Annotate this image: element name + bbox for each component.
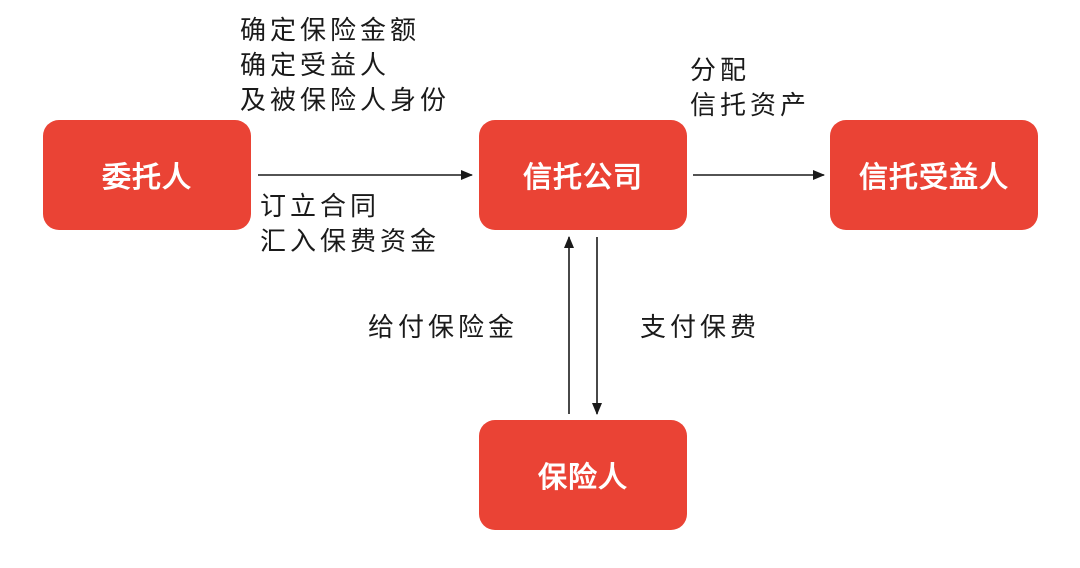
edge-label-line: 给付保险金 bbox=[368, 313, 519, 343]
edge-label-line: 汇入保费资金 bbox=[260, 227, 441, 257]
node-insurer: 保险人 bbox=[479, 420, 687, 530]
edge-label-trust-to-insurer: 支付保费 bbox=[640, 311, 760, 346]
edge-label-insurer-to-trust: 给付保险金 bbox=[368, 311, 518, 346]
edge-label-line: 订立合同 bbox=[260, 192, 381, 222]
edge-label-line: 信托资产 bbox=[690, 91, 811, 121]
node-settlor: 委托人 bbox=[43, 120, 251, 230]
node-beneficiary: 信托受益人 bbox=[830, 120, 1038, 230]
edge-label-settlor-to-trust-above: 确定保险金额 确定受益人 及被保险人身份 bbox=[240, 14, 450, 119]
edge-label-line: 确定保险金额 bbox=[240, 16, 421, 46]
node-trust-company: 信托公司 bbox=[479, 120, 687, 230]
edge-label-trust-to-beneficiary: 分配 信托资产 bbox=[690, 54, 810, 124]
edge-label-line: 支付保费 bbox=[640, 313, 761, 343]
edge-label-line: 确定受益人 bbox=[240, 51, 391, 81]
edge-label-line: 及被保险人身份 bbox=[240, 86, 451, 116]
edge-label-line: 分配 bbox=[690, 56, 751, 86]
edge-label-settlor-to-trust-below: 订立合同 汇入保费资金 bbox=[260, 190, 440, 260]
